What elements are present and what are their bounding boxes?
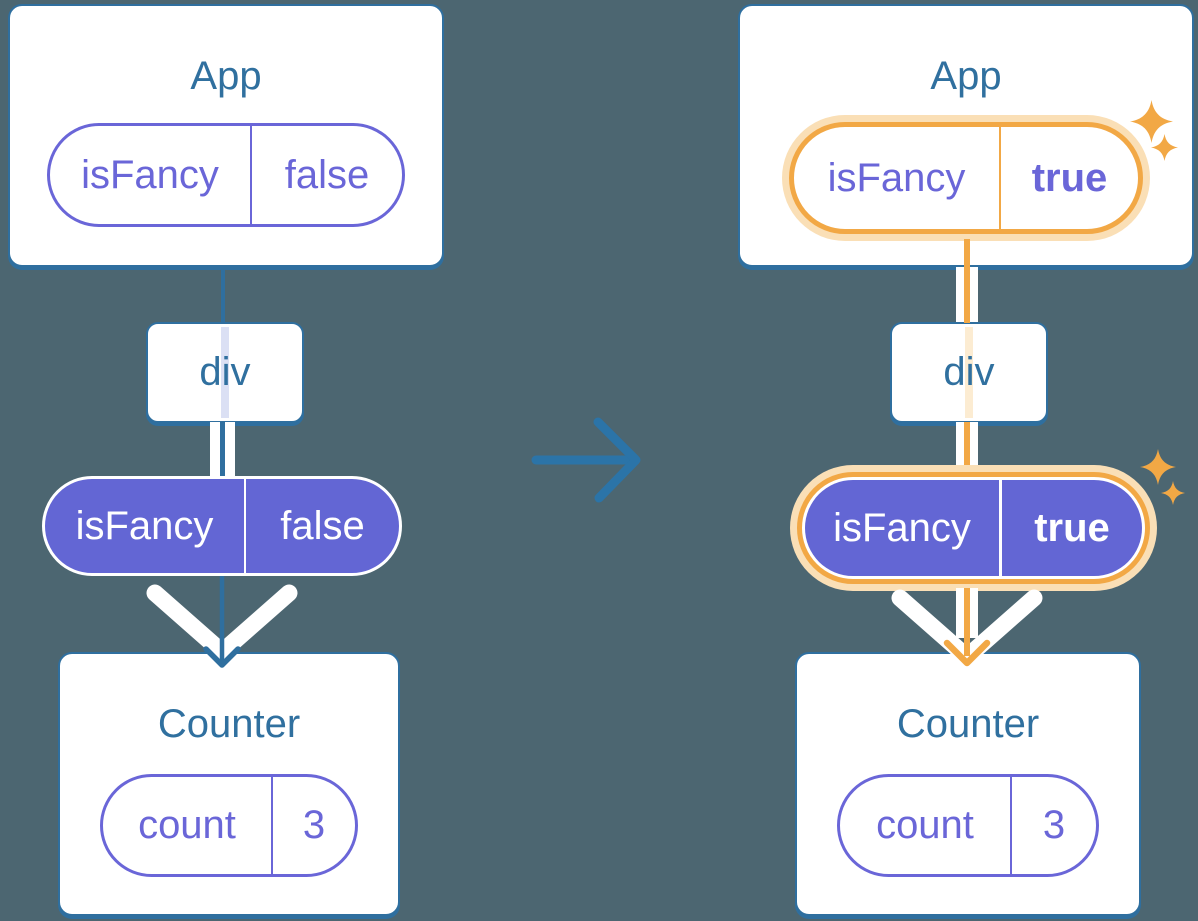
app-title: App	[190, 54, 262, 98]
pill-divider	[999, 480, 1002, 576]
sparkle-icon	[1130, 100, 1173, 143]
app-title: App	[930, 54, 1002, 98]
pill-divider	[244, 479, 246, 573]
passed-prop-pill-isfancy: isFancy false	[42, 476, 402, 576]
prop-value: false	[280, 503, 365, 548]
prop-key: isFancy	[81, 152, 219, 197]
app-card-before: App isFancy false	[8, 4, 444, 267]
prop-key: isFancy	[833, 505, 971, 550]
passed-prop-pill-isfancy-highlighted: isFancy true	[797, 472, 1150, 584]
state-pill-count: count 3	[100, 774, 358, 877]
div-label: div	[199, 350, 251, 394]
app-to-div-line	[221, 265, 225, 323]
prop-flow-stripe	[965, 327, 973, 418]
div-to-pill-line-highlighted	[964, 422, 970, 478]
sparkle-icon	[1161, 481, 1185, 505]
state-value: 3	[1042, 803, 1066, 847]
prop-value: true	[1034, 505, 1110, 550]
app-to-div-line-highlighted	[964, 239, 970, 323]
prop-value: true	[1031, 155, 1108, 200]
prop-key: isFancy	[827, 155, 966, 200]
pill-divider	[271, 777, 273, 874]
sparkle-icon	[1140, 449, 1176, 485]
transition-arrow-icon	[531, 417, 641, 503]
div-node-after: div	[890, 322, 1048, 423]
render-arrow-icon	[146, 576, 298, 668]
prop-flow-stripe	[221, 327, 229, 418]
pill-divider	[999, 127, 1001, 229]
pill-divider	[1010, 777, 1012, 874]
counter-title: Counter	[896, 702, 1040, 746]
state-pill-count: count 3	[837, 774, 1099, 877]
app-card-after: App isFancy true	[738, 4, 1194, 267]
state-key: count	[876, 803, 974, 847]
div-node-before: div	[146, 322, 304, 423]
counter-title: Counter	[157, 702, 301, 746]
state-key: count	[138, 803, 236, 847]
div-label: div	[943, 350, 995, 394]
sparkle-icon	[1151, 134, 1178, 161]
counter-card-before: Counter count 3	[58, 652, 400, 916]
prop-pill-isfancy: isFancy false	[47, 123, 405, 227]
prop-pill-isfancy-highlighted: isFancy true	[789, 122, 1143, 234]
div-to-pill-line	[220, 422, 225, 478]
prop-key: isFancy	[75, 503, 214, 548]
counter-card-after: Counter count 3	[795, 652, 1141, 916]
pill-divider	[250, 126, 252, 224]
render-arrow-icon-highlighted	[891, 588, 1043, 667]
state-value: 3	[302, 803, 326, 847]
prop-value: false	[284, 152, 370, 197]
